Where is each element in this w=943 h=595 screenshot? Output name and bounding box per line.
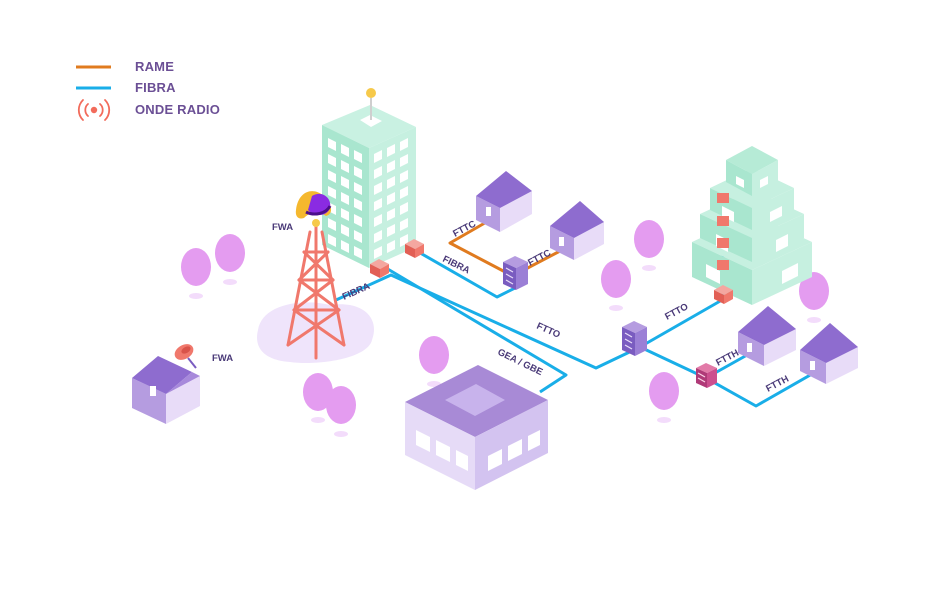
tree — [601, 260, 631, 311]
legend-fiber-label: FIBRA — [135, 80, 176, 95]
building-window — [374, 198, 382, 211]
building-window — [374, 166, 382, 179]
building-window — [374, 230, 382, 243]
riser-node — [717, 260, 729, 270]
riser-node — [717, 238, 729, 248]
building-window — [341, 224, 349, 237]
building-window — [354, 198, 362, 211]
building-window — [328, 138, 336, 151]
tree — [303, 373, 333, 423]
building-window — [354, 150, 362, 163]
building-window — [387, 208, 395, 221]
brand-logo-icon — [295, 191, 332, 219]
junction-box — [714, 285, 733, 304]
tree — [649, 372, 679, 423]
building-window — [400, 170, 408, 183]
building-window — [341, 176, 349, 189]
house-ftth-bottom — [800, 323, 858, 384]
building-window — [374, 246, 382, 259]
tree — [326, 386, 356, 437]
legend — [76, 65, 111, 121]
satellite-dish-icon — [174, 344, 197, 369]
building-window — [328, 154, 336, 167]
tree — [215, 234, 245, 285]
building-window — [400, 154, 408, 167]
building-window — [387, 224, 395, 237]
building-window — [374, 182, 382, 195]
label-fwa-tower: FWA — [272, 222, 293, 233]
building-window — [400, 186, 408, 199]
label-fwa-house: FWA — [212, 353, 233, 364]
transmission-tower-icon — [286, 219, 346, 360]
building-window — [354, 230, 362, 243]
building-window — [341, 160, 349, 173]
building-window — [374, 150, 382, 163]
network-cabinet-icon — [503, 256, 528, 290]
house-fttc-top — [476, 171, 532, 232]
building-window — [387, 144, 395, 157]
building-window — [374, 214, 382, 227]
junction-boxes — [370, 193, 733, 304]
building-window — [387, 176, 395, 189]
building-window — [354, 166, 362, 179]
building-window — [328, 218, 336, 231]
label-fttc-left: FTTC — [451, 218, 478, 239]
building-window — [400, 218, 408, 231]
building-window — [328, 234, 336, 247]
building-window — [341, 208, 349, 221]
building-window — [354, 214, 362, 227]
building-window — [387, 192, 395, 205]
building-window — [354, 182, 362, 195]
tree — [419, 336, 449, 387]
tree — [181, 248, 211, 299]
building-window — [341, 144, 349, 157]
house-ftth-top — [738, 306, 796, 366]
building-window — [400, 202, 408, 215]
legend-radio-label: ONDE RADIO — [135, 102, 221, 117]
label-gea-gbe: GEA / GBE — [496, 347, 545, 378]
riser-node — [717, 193, 729, 203]
radio-waves-icon — [77, 99, 111, 121]
label-fttc-right: FTTC — [526, 247, 553, 268]
tree — [634, 220, 664, 271]
junction-box — [405, 239, 424, 258]
building-window — [387, 160, 395, 173]
house-left — [132, 356, 200, 424]
warehouse-building — [405, 365, 548, 490]
trees — [181, 220, 829, 437]
tree — [799, 272, 829, 323]
building-window — [341, 240, 349, 253]
riser-node — [717, 216, 729, 226]
house-fttc-right — [550, 201, 604, 260]
label-ftth-b: FTTH — [764, 373, 791, 394]
office-building — [322, 88, 416, 268]
network-cabinet-icon — [622, 321, 647, 356]
junction-box — [370, 259, 389, 278]
building-window — [341, 192, 349, 205]
building-window — [328, 170, 336, 183]
building-window — [400, 138, 408, 151]
building-window — [328, 186, 336, 199]
skyscraper — [692, 146, 812, 305]
building-window — [354, 246, 362, 259]
network-cabinet-icon — [696, 363, 717, 388]
label-ftto-long: FTTO — [535, 321, 562, 341]
legend-copper-label: RAME — [135, 59, 175, 74]
label-fibra-main: FIBRA — [341, 281, 372, 303]
building-window — [387, 240, 395, 253]
